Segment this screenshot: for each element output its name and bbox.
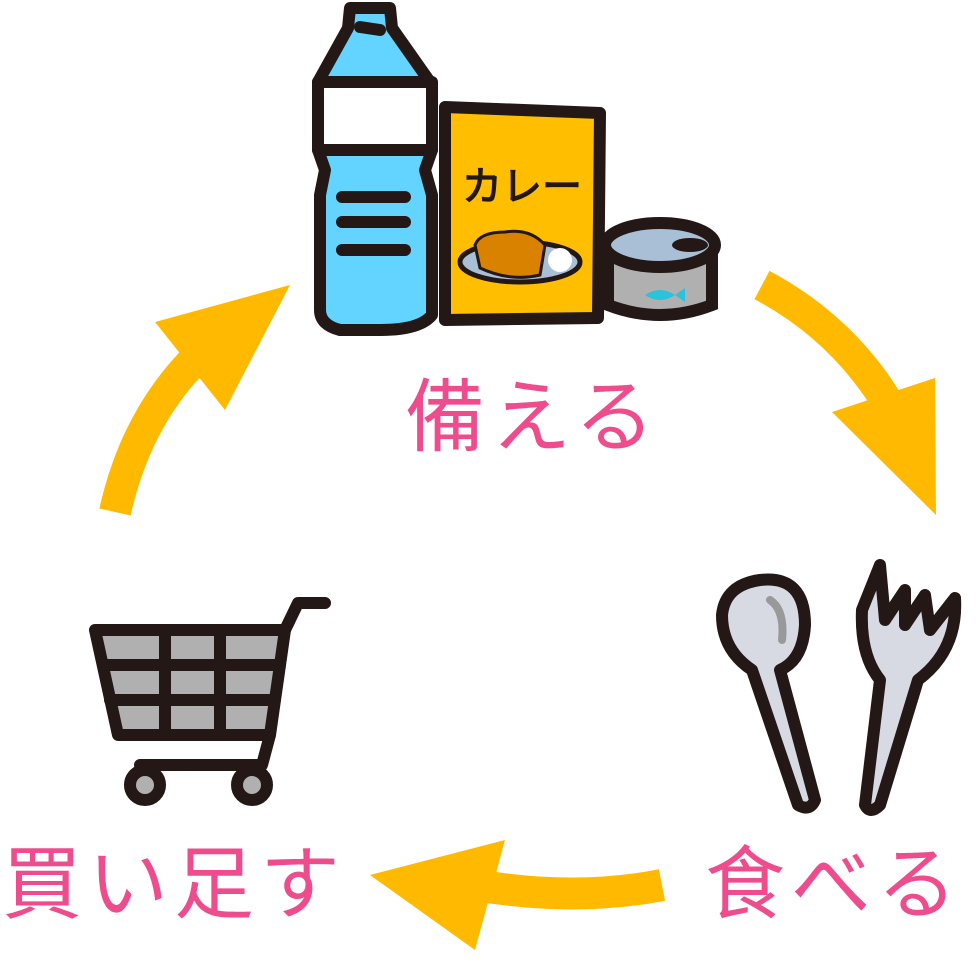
spoon-icon xyxy=(716,573,821,814)
curry-package-icon: カレー xyxy=(439,101,606,326)
package-text: カレー xyxy=(462,164,582,210)
fork-icon xyxy=(855,559,962,816)
water-bottle-icon xyxy=(312,2,438,336)
label-restock: 買い足す xyxy=(2,838,346,931)
label-prepare: 備える xyxy=(405,371,661,464)
canned-fish-icon xyxy=(599,217,721,321)
shopping-cart-icon xyxy=(89,597,331,806)
arrow-prepare-to-eat xyxy=(754,270,936,515)
arrow-restock-to-prepare xyxy=(99,285,290,516)
arrow-eat-to-restock xyxy=(370,840,666,950)
label-eat: 食べる xyxy=(705,838,963,931)
